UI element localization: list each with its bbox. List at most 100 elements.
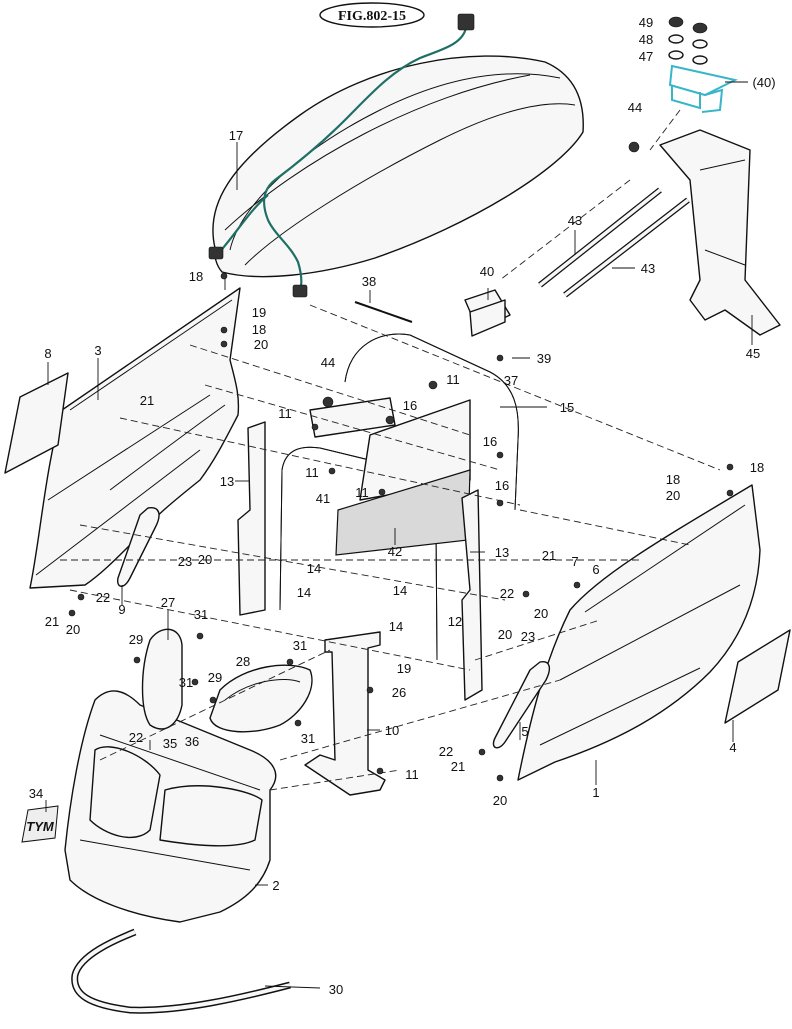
callout-22-c: 22 (129, 730, 143, 745)
callout-47: 47 (639, 49, 653, 64)
callout-21-a: 21 (140, 393, 154, 408)
callout-14-b: 14 (297, 585, 311, 600)
callout-labels: 1 2 3 4 5 6 7 8 9 10 11 11 11 11 11 12 1… (29, 15, 776, 997)
callout-22-a: 22 (96, 590, 110, 605)
roll-frame-15 (279, 333, 519, 661)
callout-22-d: 22 (439, 744, 453, 759)
figure-reference[interactable]: FIG.802-15 (319, 2, 425, 28)
right-side-panel-1 (517, 484, 761, 781)
callout-43-a: 43 (568, 213, 582, 228)
callout-20-g: 20 (493, 793, 507, 808)
callout-23-b: 23 (521, 629, 535, 644)
callout-27: 27 (161, 595, 175, 610)
bracket-10 (304, 631, 386, 796)
callout-45: 45 (746, 346, 760, 361)
callout-37: 37 (504, 373, 518, 388)
callout-14-c: 14 (393, 583, 407, 598)
callout-21-c: 21 (542, 548, 556, 563)
callout-1: 1 (592, 785, 599, 800)
washer-stack-left (668, 16, 684, 60)
callout-16-b: 16 (483, 434, 497, 449)
callout-11-b: 11 (278, 406, 292, 421)
callout-40-ref: (40) (752, 75, 775, 90)
callout-23-a: 23 (178, 554, 192, 569)
callout-26: 26 (392, 685, 406, 700)
pin-38 (354, 301, 413, 323)
callout-19-a: 19 (252, 305, 266, 320)
callout-20-f: 20 (498, 627, 512, 642)
callout-3: 3 (94, 343, 101, 358)
callout-29-a: 29 (129, 632, 143, 647)
callout-20-a: 20 (254, 337, 268, 352)
leader-lines (45, 81, 753, 989)
callout-40: 40 (480, 264, 494, 279)
callout-30: 30 (329, 982, 343, 997)
bracket-40-highlight (668, 64, 738, 113)
callout-20-c: 20 (66, 622, 80, 637)
assembly-guide-lines (60, 109, 721, 791)
wire-harness (208, 13, 475, 298)
callout-43-b: 43 (641, 261, 655, 276)
callout-44-a: 44 (628, 100, 642, 115)
callout-20-b: 20 (198, 552, 212, 567)
callout-18-a: 18 (189, 269, 203, 284)
callout-4: 4 (729, 740, 736, 755)
callout-39: 39 (537, 351, 551, 366)
washer-stack-right (692, 22, 708, 65)
callout-12: 12 (448, 614, 462, 629)
callout-38: 38 (362, 274, 376, 289)
callout-22-b: 22 (500, 586, 514, 601)
callout-14-d: 14 (389, 619, 403, 634)
callout-21-d: 21 (451, 759, 465, 774)
callout-44-b: 44 (321, 355, 335, 370)
callout-48: 48 (639, 32, 653, 47)
hardware-fasteners (68, 141, 734, 782)
hood-part-17 (212, 55, 584, 278)
callout-36: 36 (185, 734, 199, 749)
callout-49: 49 (639, 15, 653, 30)
callout-20-e: 20 (534, 606, 548, 621)
callout-19-b: 19 (397, 661, 411, 676)
right-mesh-panel-4 (724, 629, 791, 724)
callout-42: 42 (388, 544, 402, 559)
callout-9: 9 (118, 602, 125, 617)
callout-29-b: 29 (208, 670, 222, 685)
left-trim-9 (116, 507, 160, 587)
seal-strip-30 (71, 928, 291, 1014)
right-strip-13 (461, 489, 483, 701)
callout-34: 34 (29, 786, 43, 801)
callout-11-c: 11 (305, 465, 319, 480)
right-trim-5 (492, 661, 551, 749)
callout-18-d: 18 (750, 460, 764, 475)
callout-10: 10 (385, 723, 399, 738)
callout-6: 6 (592, 562, 599, 577)
callout-31-b: 31 (293, 638, 307, 653)
callout-2: 2 (272, 878, 279, 893)
headlight-28 (209, 664, 313, 733)
callout-35: 35 (163, 736, 177, 751)
callout-20-d: 20 (666, 488, 680, 503)
callout-7: 7 (571, 554, 578, 569)
callout-16-c: 16 (495, 478, 509, 493)
headlight-housing-27 (141, 628, 183, 730)
bracket-40 (464, 289, 511, 337)
callout-18-b: 18 (252, 322, 266, 337)
callout-5: 5 (521, 724, 528, 739)
callout-8: 8 (44, 346, 51, 361)
callout-17: 17 (229, 128, 243, 143)
callout-14-a: 14 (307, 561, 321, 576)
callout-21-b: 21 (45, 614, 59, 629)
tym-logo: TYM (21, 805, 59, 843)
callout-41: 41 (316, 491, 330, 506)
rear-stand-45 (659, 129, 781, 336)
callout-18-c: 18 (666, 472, 680, 487)
callout-13-b: 13 (495, 545, 509, 560)
callout-15: 15 (560, 400, 574, 415)
callout-28: 28 (236, 654, 250, 669)
callout-13-a: 13 (220, 474, 234, 489)
left-strip-13 (237, 421, 266, 616)
callout-11-d: 11 (355, 485, 369, 500)
logo-text: TYM (26, 819, 55, 834)
